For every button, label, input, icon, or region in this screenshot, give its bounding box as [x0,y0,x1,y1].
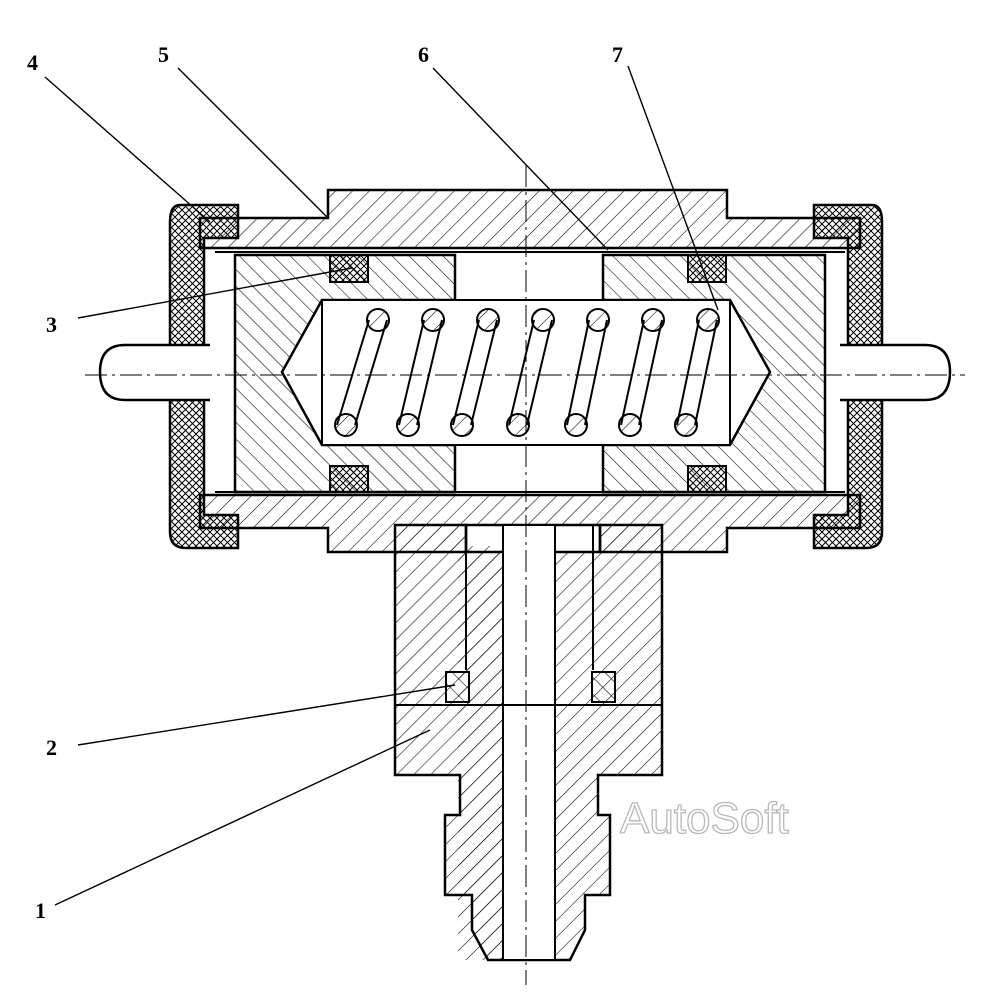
spring-coil-section [421,308,445,332]
spring-coil-line [508,319,535,426]
spring-coil-section [476,308,500,332]
callout-2: 2 [46,735,57,760]
spring-coil-line [336,319,370,426]
spring-coil-section [696,308,720,332]
spring-coil-line [452,319,480,426]
spring-coil-line [676,319,700,426]
spring-coil-line [398,319,425,426]
callout-4: 4 [27,50,38,75]
spring-coil-line [620,319,645,426]
callout-5: 5 [158,42,169,67]
spring-coil-section [641,308,665,332]
spring-coil-section [450,413,474,437]
callout-3: 3 [46,312,57,337]
callout-labels: 4 5 6 7 3 2 1 [27,42,623,923]
spring-coil-section [396,413,420,437]
stem-body [393,523,664,962]
spring-coil-line [584,319,608,426]
center-lines [85,165,965,985]
spring-coil-section [506,413,530,437]
pin-left [98,343,210,402]
spring-coil-line [470,319,498,426]
spring-coil-section [674,413,698,437]
spring-coil-line [416,319,443,426]
spring-coil-section [366,308,390,332]
spring-coil-line [638,319,663,426]
pin-right [840,343,952,402]
spring-coil-line [566,319,590,426]
spring-coil-line [694,319,718,426]
spring-coil-line [526,319,553,426]
housing-body [198,188,862,554]
spring-coil-section [586,308,610,332]
spring-coil-section [618,413,642,437]
spring-coil-line [354,319,388,426]
spring-coil-section [334,413,358,437]
callout-7: 7 [612,42,623,67]
leader-lines [44,65,719,906]
callout-1: 1 [35,898,46,923]
spring-coil-section [564,413,588,437]
watermark-text: AutoSoft [620,794,789,843]
callout-6: 6 [418,42,429,67]
seal-rings [329,254,727,493]
spring-coil-section [531,308,555,332]
